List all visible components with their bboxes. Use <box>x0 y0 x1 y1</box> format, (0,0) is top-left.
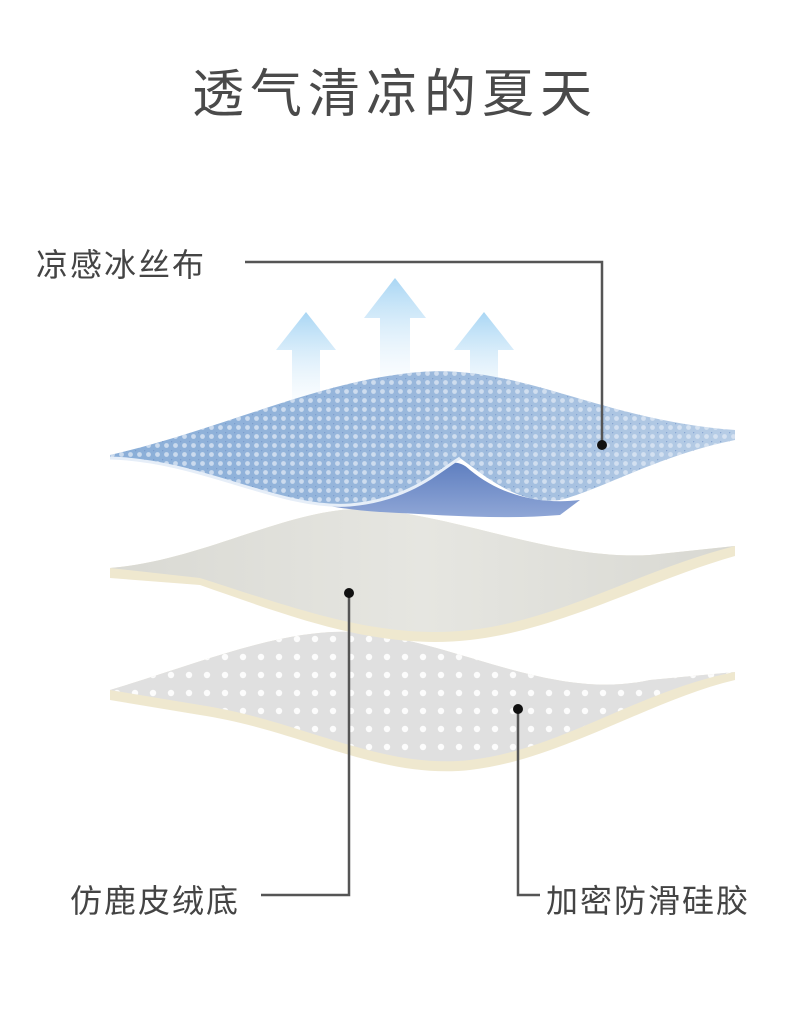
silicone-label: 加密防滑硅胶 <box>546 882 751 920</box>
suede-layer <box>110 508 735 642</box>
page-title: 透气清凉的夏天 <box>191 65 598 125</box>
leader-lines <box>245 260 604 897</box>
leader-dots <box>344 440 607 714</box>
airflow-arrows-icon <box>276 278 514 420</box>
silicone-layer <box>110 631 735 772</box>
ice-silk-layer <box>109 371 735 518</box>
ice-silk-label: 凉感冰丝布 <box>36 246 207 284</box>
suede-label: 仿鹿皮绒底 <box>70 882 241 920</box>
